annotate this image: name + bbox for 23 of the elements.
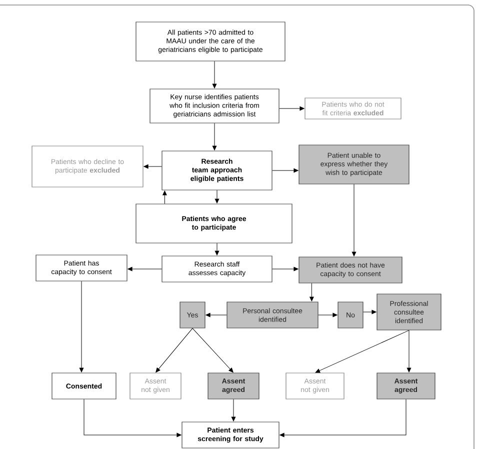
arrow — [212, 123, 217, 150]
arrow — [272, 168, 298, 173]
arrow — [192, 328, 234, 372]
arrow — [144, 164, 162, 169]
arrow — [79, 281, 84, 372]
arrow — [318, 312, 338, 318]
arrow — [162, 190, 167, 204]
arrow — [406, 330, 412, 372]
arrow — [352, 184, 356, 256]
arrow — [363, 310, 376, 314]
arrow — [212, 61, 217, 88]
arrow — [231, 399, 236, 422]
arrow — [310, 283, 314, 302]
arrow — [315, 330, 410, 373]
arrow — [272, 266, 298, 272]
arrow — [214, 243, 220, 256]
arrow — [84, 399, 182, 438]
arrow — [279, 106, 304, 111]
arrow — [128, 266, 162, 272]
arrow — [206, 312, 227, 318]
arrow — [214, 190, 220, 204]
arrow — [156, 328, 193, 372]
arrow — [280, 399, 406, 438]
